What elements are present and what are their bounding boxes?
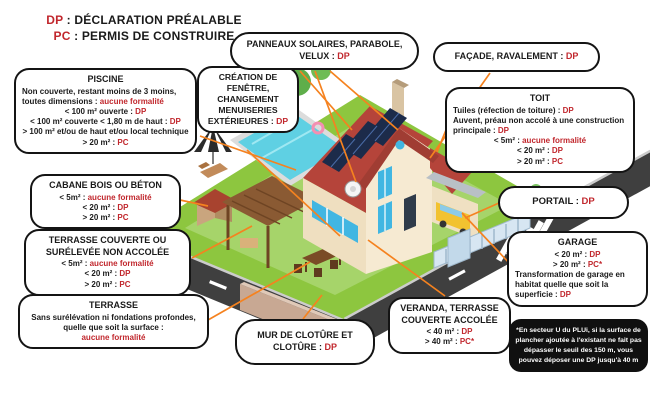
solar-roof [303, 106, 433, 213]
pool-float-ring [311, 121, 325, 135]
legend-line-dp: DP : DÉCLARATION PRÉALABLE [46, 13, 242, 27]
legend-line-pc: PC : PERMIS DE CONSTRUIRE [53, 29, 235, 44]
garage-awning [426, 172, 486, 198]
callout-piscine: PISCINE Non couverte, restant moins de 3… [14, 68, 197, 154]
sun-lounger [198, 162, 228, 178]
house-left-wall [303, 178, 366, 274]
gate [447, 228, 471, 268]
callout-terrasse-couverte: TERRASSE COUVERTE OU SURÉLEVÉE NON ACCOL… [24, 229, 191, 296]
callout-veranda: VERANDA, TERRASSE COUVERTE ACCOLÉE < 40 … [388, 297, 511, 354]
callout-garage: GARAGE < 20 m² : DP > 20 m² : PC* Transf… [507, 231, 648, 307]
legend-title: DP : DÉCLARATION PRÉALABLE PC : PERMIS D… [44, 12, 244, 44]
callout-facade: FAÇADE, RAVALEMENT : DP [433, 42, 600, 72]
garage-structure [426, 172, 486, 240]
footnote-plui: *En secteur U du PLUi, si la surface de … [509, 319, 648, 373]
callout-terrasse: TERRASSE Sans surélévation ni fondations… [18, 294, 209, 350]
pergola-furniture [240, 238, 258, 248]
callout-toit: TOIT Tuiles (réfection de toiture) : DP … [445, 87, 635, 173]
callout-panneaux-solaires: PANNEAUX SOLAIRES, PARABOLE, VELUX : DP [230, 32, 419, 70]
front-door [404, 194, 416, 231]
callout-cabane: CABANE BOIS OU BÉTON < 5m² : aucune form… [30, 174, 181, 230]
solar-panels [322, 108, 407, 172]
upper-window [378, 166, 392, 200]
lower-window [378, 201, 392, 234]
chimney [392, 82, 404, 122]
garden-shed [193, 189, 237, 226]
satellite-dish [344, 180, 362, 198]
round-window [395, 140, 405, 150]
pergola [222, 176, 318, 268]
window-band [312, 200, 358, 243]
person [351, 240, 357, 260]
callout-mur-cloture: MUR DE CLOTÛRE ET CLOTÛRE : DP [235, 319, 375, 365]
car [436, 202, 470, 236]
house-gable-wall [366, 128, 432, 274]
gable-roof-edge [359, 128, 439, 190]
callout-portail: PORTAIL : DP [498, 186, 629, 219]
patio-table [294, 246, 344, 277]
callout-creation-fenetre: CRÉATION DE FENÊTRE, CHANGEMENT MENUISER… [197, 66, 299, 133]
